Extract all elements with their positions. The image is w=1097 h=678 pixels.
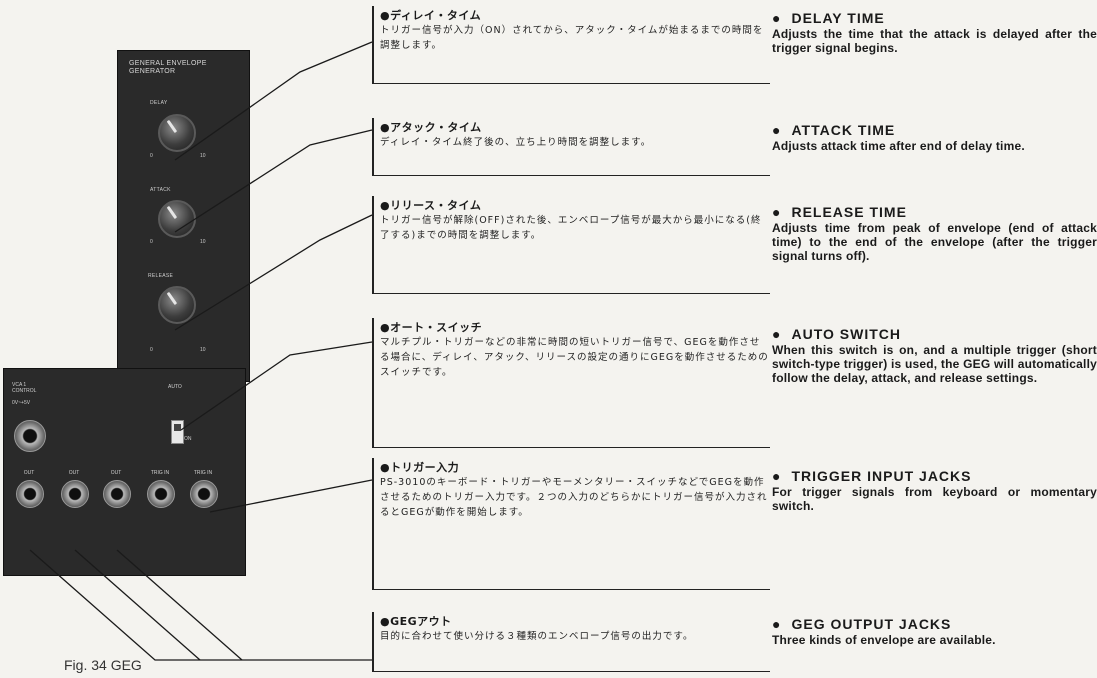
jp-body: トリガー信号が解除(OFF)された後、エンベロープ信号が最大から最小になる(終了… (380, 215, 762, 241)
en-block: ●ATTACK TIME Adjusts attack time after e… (772, 122, 1097, 153)
en-title: ●ATTACK TIME (772, 122, 896, 138)
vca-control-label: VCA 1 CONTROL 0V~+5V (12, 382, 37, 406)
release-min-tick: 0 (150, 347, 153, 353)
en-block: ●DELAY TIME Adjusts the time that the at… (772, 10, 1097, 55)
auto-switch-label: AUTO (168, 384, 182, 390)
out-jack-3-label: OUT (110, 470, 122, 476)
jp-box: ●アタック・タイム ディレイ・タイム終了後の、立ち上り時間を調整します。 (372, 118, 770, 176)
delay-knob-label: DELAY (150, 100, 168, 106)
en-block: ●GEG OUTPUT JACKS Three kinds of envelop… (772, 616, 1097, 647)
jp-body: PS-3010のキーボード・トリガーやモーメンタリー・スイッチなどでGEGを動作… (380, 477, 768, 518)
leader-line-out-3 (116, 549, 243, 661)
leader-line-out-2 (74, 549, 201, 661)
release-max-tick: 10 (200, 347, 206, 353)
jp-body: トリガー信号が入力（ON）されてから、アタック・タイムが始まるまでの時間を調整し… (380, 25, 764, 51)
trig-in-jack-1[interactable] (147, 480, 175, 508)
jp-box: ●GEGアウト 目的に合わせて使い分ける３種類のエンベロープ信号の出力です。 (372, 612, 770, 672)
vca-control-jack[interactable] (14, 420, 46, 452)
en-title: ●GEG OUTPUT JACKS (772, 616, 952, 632)
jp-title: ●リリース・タイム (380, 199, 482, 212)
attack-knob-label: ATTACK (150, 187, 171, 193)
en-title: ●TRIGGER INPUT JACKS (772, 468, 972, 484)
leader-line-attack (174, 129, 373, 233)
jp-body: ディレイ・タイム終了後の、立ち上り時間を調整します。 (380, 137, 652, 148)
module-panel-lower (3, 368, 246, 576)
leader-line-delay (174, 41, 373, 161)
en-title: ●DELAY TIME (772, 10, 885, 26)
out-jack-2[interactable] (61, 480, 89, 508)
jp-title: ●GEGアウト (380, 615, 452, 628)
jp-body: マルチプル・トリガーなどの非常に時間の短いトリガー信号で、GEGを動作させる場合… (380, 337, 769, 378)
en-block: ●TRIGGER INPUT JACKS For trigger signals… (772, 468, 1097, 513)
jp-title: ●オート・スイッチ (380, 321, 483, 334)
jp-box: ●トリガー入力 PS-3010のキーボード・トリガーやモーメンタリー・スイッチな… (372, 458, 770, 590)
en-body: Adjusts the time that the attack is dela… (772, 27, 1097, 55)
out-jack-3[interactable] (103, 480, 131, 508)
en-body: Adjusts attack time after end of delay t… (772, 139, 1025, 153)
en-block: ●RELEASE TIME Adjusts time from peak of … (772, 204, 1097, 263)
release-knob[interactable] (158, 286, 196, 324)
en-body: For trigger signals from keyboard or mom… (772, 485, 1097, 513)
delay-min-tick: 0 (150, 153, 153, 159)
attack-min-tick: 0 (150, 239, 153, 245)
en-body: Adjusts time from peak of envelope (end … (772, 221, 1097, 263)
jp-title: ●アタック・タイム (380, 121, 482, 134)
auto-switch-toggle[interactable] (171, 420, 184, 444)
figure-caption: Fig. 34 GEG (64, 657, 142, 673)
out-jack-1[interactable] (16, 480, 44, 508)
auto-switch-on-label: ON (184, 436, 192, 442)
release-knob-label: RELEASE (148, 273, 174, 279)
trig-in-jack-2[interactable] (190, 480, 218, 508)
leader-line-trigger (209, 479, 373, 513)
trig-in-jack-2-label: TRIG IN (193, 470, 213, 476)
en-block: ●AUTO SWITCH When this switch is on, and… (772, 326, 1097, 385)
trig-in-jack-1-label: TRIG IN (150, 470, 170, 476)
delay-knob[interactable] (158, 114, 196, 152)
leader-line-auto (180, 341, 373, 431)
attack-max-tick: 10 (200, 239, 206, 245)
leader-line-out-1 (29, 549, 372, 661)
out-jack-2-label: OUT (68, 470, 80, 476)
en-body: When this switch is on, and a multiple t… (772, 343, 1097, 385)
en-title: ●AUTO SWITCH (772, 326, 901, 342)
en-title: ●RELEASE TIME (772, 204, 907, 220)
jp-title: ●ディレイ・タイム (380, 9, 482, 22)
panel-title: GENERAL ENVELOPE GENERATOR (129, 60, 207, 75)
leader-line-release (174, 214, 373, 331)
jp-box: ●ディレイ・タイム トリガー信号が入力（ON）されてから、アタック・タイムが始ま… (372, 6, 770, 84)
en-body: Three kinds of envelope are available. (772, 633, 996, 647)
jp-title: ●トリガー入力 (380, 461, 460, 474)
out-jack-1-label: OUT (23, 470, 35, 476)
delay-max-tick: 10 (200, 153, 206, 159)
jp-box: ●オート・スイッチ マルチプル・トリガーなどの非常に時間の短いトリガー信号で、G… (372, 318, 770, 448)
jp-box: ●リリース・タイム トリガー信号が解除(OFF)された後、エンベロープ信号が最大… (372, 196, 770, 294)
jp-body: 目的に合わせて使い分ける３種類のエンベロープ信号の出力です。 (380, 631, 694, 642)
